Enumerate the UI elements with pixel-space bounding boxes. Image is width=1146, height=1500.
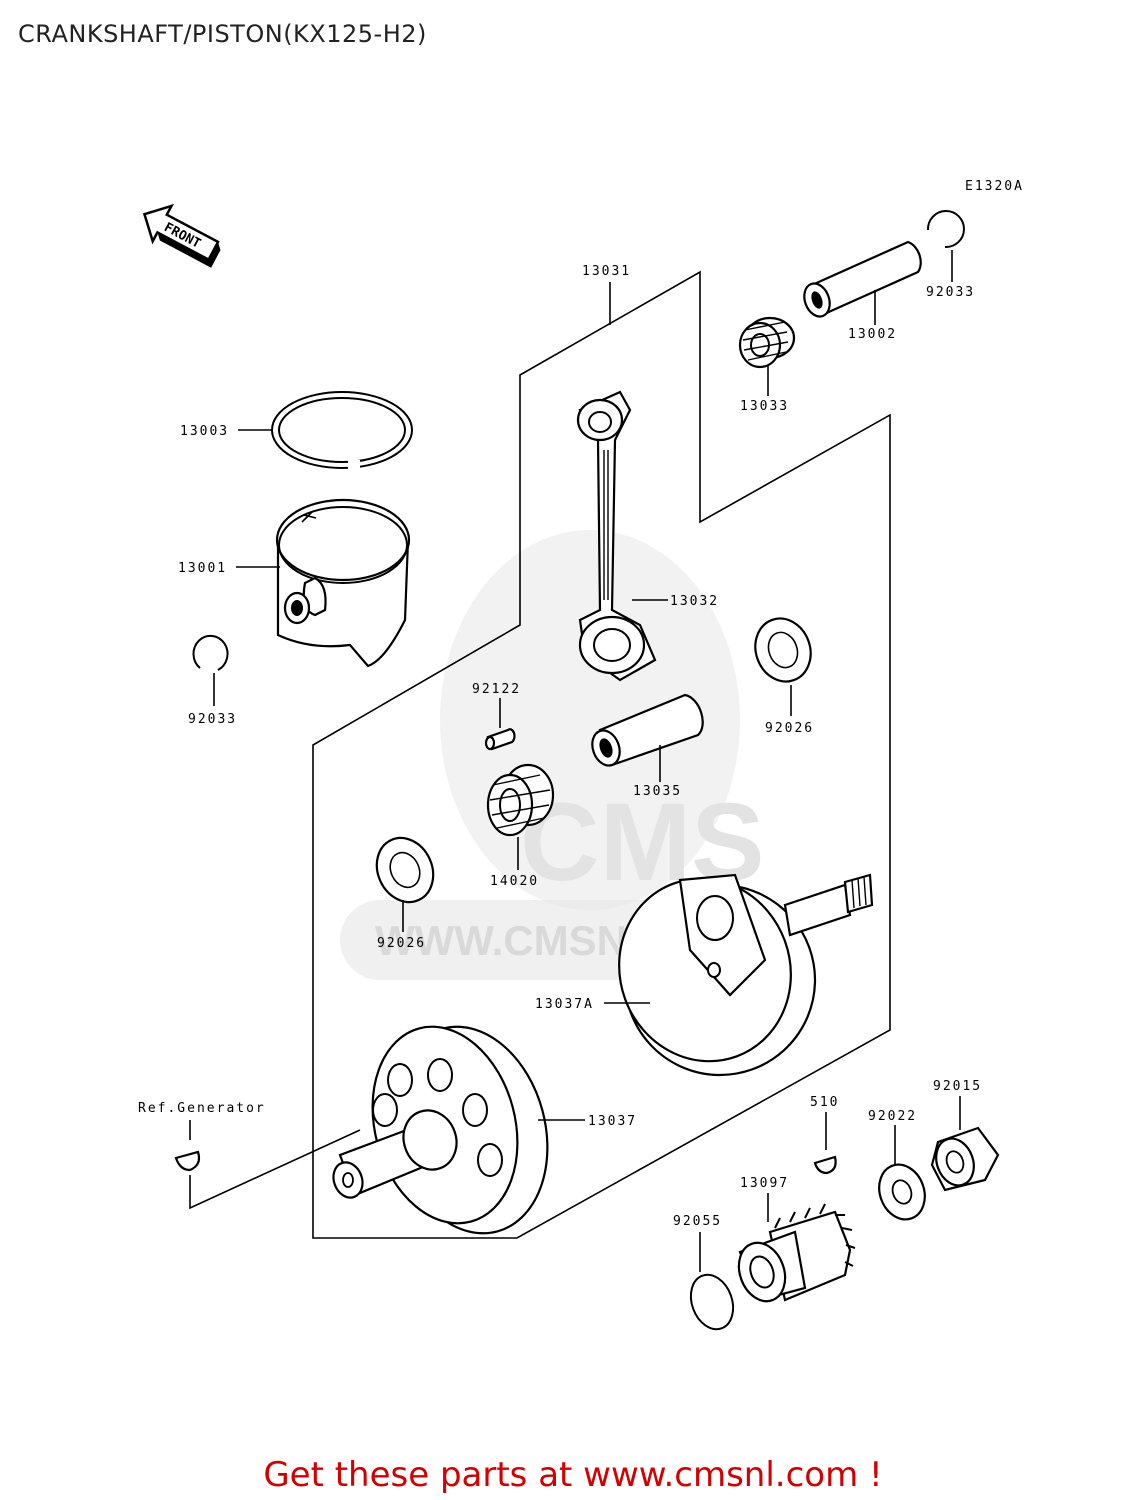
circlip-left xyxy=(192,634,229,671)
crankshaft-assembly-outline xyxy=(312,270,891,1239)
part-label-510: 510 xyxy=(810,1095,839,1110)
part-label-92022: 92022 xyxy=(868,1109,917,1124)
crankshaft-left-half xyxy=(332,1025,549,1235)
drive-gear xyxy=(737,1203,856,1303)
ref-generator-bracket xyxy=(189,1129,361,1210)
part-label-13003: 13003 xyxy=(180,424,229,439)
part-label-13031: 13031 xyxy=(582,264,631,279)
part-label-13002: 13002 xyxy=(848,327,897,342)
woodruff-key xyxy=(813,1155,837,1175)
front-arrow-icon: FRONT xyxy=(142,203,221,268)
part-label-92033-top: 92033 xyxy=(926,285,975,300)
part-label-13035: 13035 xyxy=(633,784,682,799)
circlip-top xyxy=(926,210,965,249)
part-label-13037: 13037 xyxy=(588,1114,637,1129)
woodruff-key-generator xyxy=(174,1150,201,1172)
connecting-rod xyxy=(576,390,657,682)
dowel-pin xyxy=(484,728,516,751)
part-label-13032: 13032 xyxy=(670,594,719,609)
piston-pin xyxy=(803,240,922,318)
part-label-92026-left: 92026 xyxy=(377,936,426,951)
nut xyxy=(930,1126,1000,1192)
thrust-washer-right xyxy=(754,617,812,683)
part-label-13001: 13001 xyxy=(178,561,227,576)
thrust-washer-left xyxy=(375,836,435,904)
needle-bearing-small-end xyxy=(738,316,796,369)
part-label-92033-left: 92033 xyxy=(188,712,237,727)
crankshaft-right-half xyxy=(618,873,874,1077)
part-label-92015: 92015 xyxy=(933,1079,982,1094)
ref-generator-label: Ref.Generator xyxy=(138,1101,266,1116)
part-label-13033: 13033 xyxy=(740,399,789,414)
part-label-92055: 92055 xyxy=(673,1214,722,1229)
part-label-92026-right: 92026 xyxy=(765,721,814,736)
needle-bearing-big-end xyxy=(486,763,555,837)
piston-ring xyxy=(271,391,413,470)
part-label-13037A: 13037A xyxy=(535,997,594,1012)
washer xyxy=(878,1163,926,1221)
part-label-13097: 13097 xyxy=(740,1176,789,1191)
diagram-code: E1320A xyxy=(965,179,1024,194)
footer-link[interactable]: Get these parts at www.cmsnl.com ! xyxy=(263,1455,883,1495)
o-ring xyxy=(689,1273,735,1331)
piston xyxy=(275,498,411,668)
part-label-92122: 92122 xyxy=(472,682,521,697)
page-title: CRANKSHAFT/PISTON(KX125-H2) xyxy=(18,20,427,48)
crank-pin xyxy=(591,693,704,767)
part-label-14020: 14020 xyxy=(490,874,539,889)
